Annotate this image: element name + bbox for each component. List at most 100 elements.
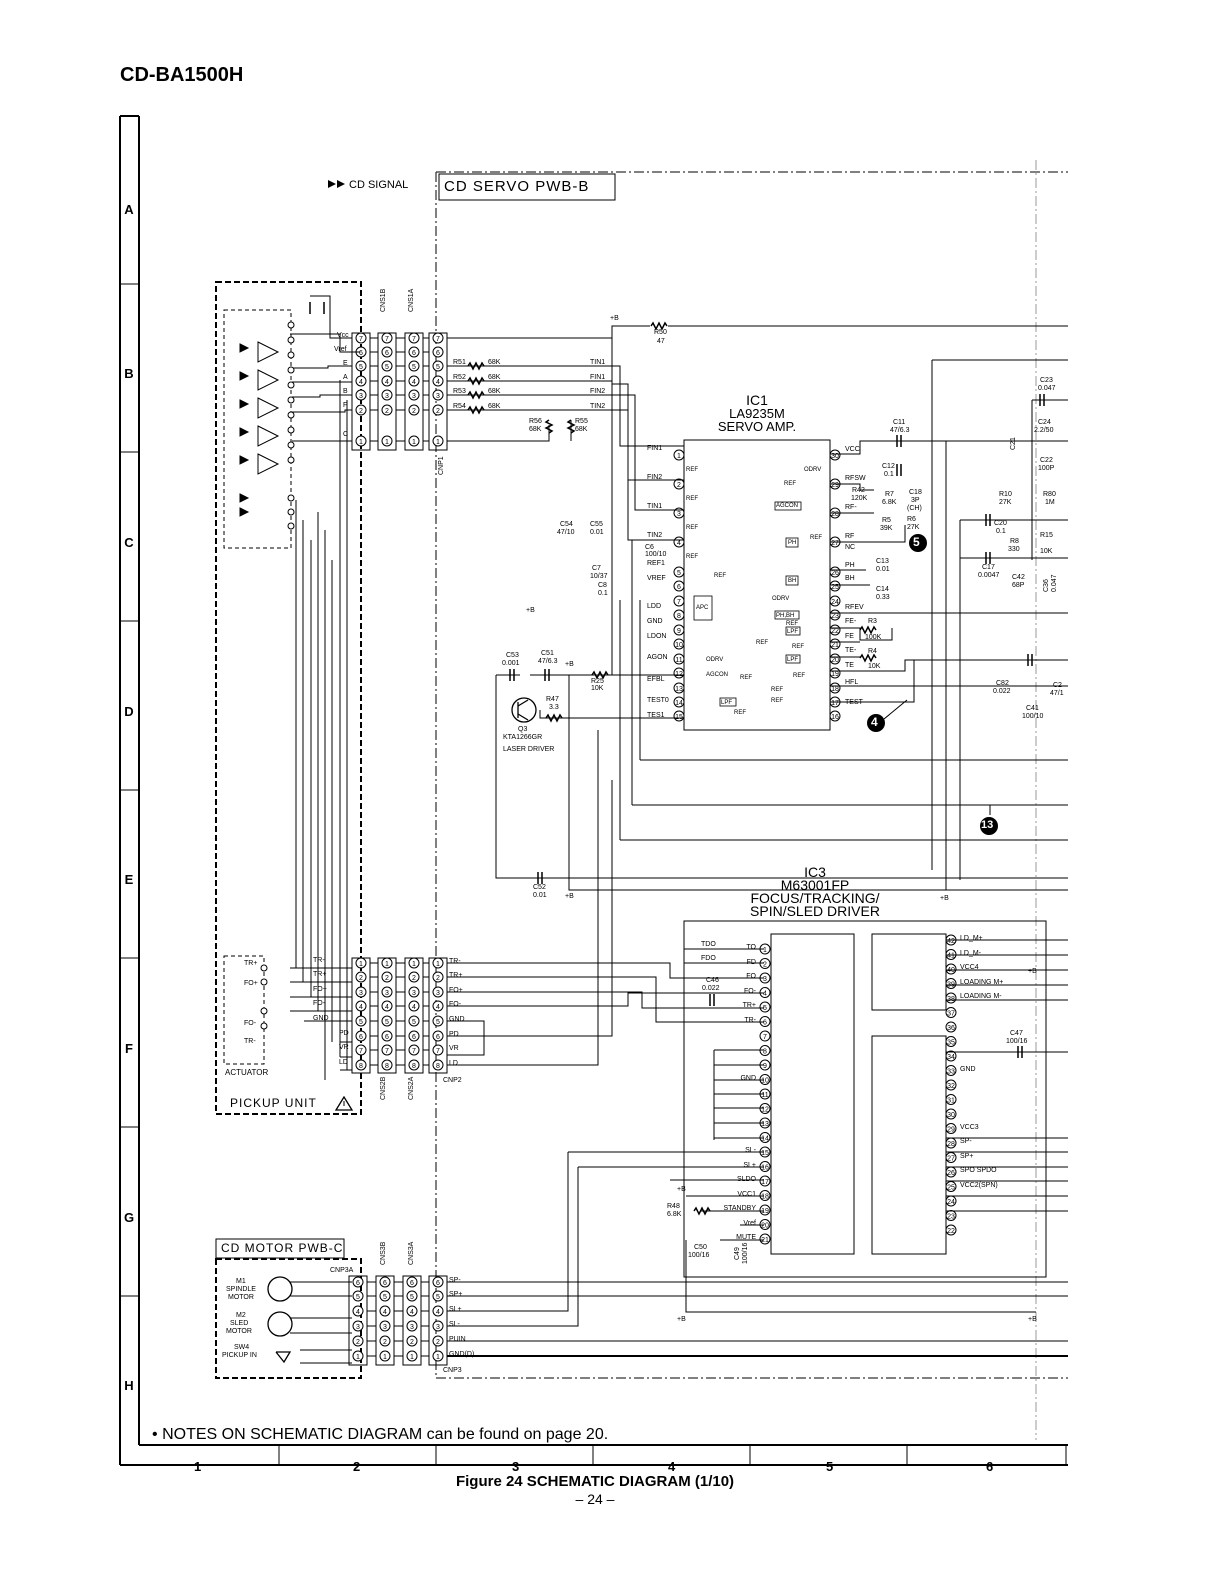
r5-val: 39K bbox=[880, 525, 893, 532]
cnp2-label-5: PD bbox=[449, 1031, 459, 1038]
conn-f3-pin-7 bbox=[432, 1044, 444, 1056]
conn-f2-pin-7 bbox=[408, 1044, 420, 1056]
c51-ref: C51 bbox=[541, 650, 554, 657]
ic1-right-label-7: RFEV bbox=[845, 604, 864, 611]
ic1-pin-25-num: 25 bbox=[831, 584, 839, 591]
ic3-pin-10-num: 10 bbox=[761, 1078, 769, 1085]
ic1-left-label-7: GND bbox=[647, 618, 663, 625]
conn-h0-pin-2-num: 2 bbox=[356, 1339, 360, 1346]
conn-f1-pin-1 bbox=[381, 957, 393, 969]
c14-val: 0.33 bbox=[876, 594, 890, 601]
ic3-pin-30 bbox=[945, 1108, 957, 1120]
conn-h1-pin-5-num: 5 bbox=[383, 1294, 387, 1301]
conn-b0-pin-1-num: 1 bbox=[359, 439, 363, 446]
ic3-left-label-4: TR+ bbox=[742, 1002, 756, 1009]
conn-f2-pin-2-num: 2 bbox=[412, 975, 416, 982]
bh-block: BH bbox=[788, 578, 797, 584]
c55-ref: C55 bbox=[590, 521, 603, 528]
ic3-pin-2-num: 2 bbox=[763, 962, 767, 969]
switch-icon bbox=[275, 1351, 292, 1364]
ic3-pin-21 bbox=[759, 1233, 771, 1245]
conn-f3-pin-8-num: 8 bbox=[436, 1063, 440, 1070]
conn-h1-pin-4-num: 4 bbox=[383, 1309, 387, 1316]
plus-b-3: +B bbox=[565, 661, 574, 668]
ic1-pin-13 bbox=[673, 682, 685, 694]
conn-h2-pin-2 bbox=[406, 1335, 418, 1347]
ref-13: REF bbox=[771, 698, 783, 704]
r7-val: 6.8K bbox=[882, 499, 897, 506]
r25-ref: R25 bbox=[591, 678, 604, 685]
conn-h2-pin-4-num: 4 bbox=[410, 1309, 414, 1316]
ic3-left-label-1: FD bbox=[746, 958, 756, 966]
conn-f3-pin-6-num: 6 bbox=[436, 1034, 440, 1041]
ic3-pin-23-num: 23 bbox=[947, 1214, 955, 1221]
conn-b0-pin-7 bbox=[355, 332, 367, 344]
ic3-pin-14-num: 14 bbox=[761, 1136, 769, 1143]
conn-f0-pin-8-num: 8 bbox=[359, 1063, 363, 1070]
col-label-6: 6 bbox=[986, 1459, 994, 1474]
ic1-left-label-10: EFBL bbox=[647, 676, 665, 683]
conn-f1-pin-3 bbox=[381, 986, 393, 998]
c18-ref: C18 bbox=[909, 489, 922, 496]
cnp2-label-3: FO- bbox=[449, 1001, 462, 1008]
conn-h2-pin-4 bbox=[406, 1305, 418, 1317]
r42-ref: R42 bbox=[852, 487, 865, 494]
marker-5-label: 5 bbox=[913, 535, 920, 549]
ic3-pin-4-num: 4 bbox=[763, 991, 767, 998]
ic3-pin-26-num: 26 bbox=[947, 1170, 955, 1177]
conn-b0-pin-7-num: 7 bbox=[359, 336, 363, 343]
conn-f1-pin-4 bbox=[381, 1000, 393, 1012]
ic1-pin-16 bbox=[829, 710, 841, 722]
cns1b-label: CNS1B bbox=[380, 288, 387, 312]
cns3a-label: CNS3A bbox=[408, 1241, 415, 1265]
conn-f2-pin-6 bbox=[408, 1030, 420, 1042]
ic1-pin-9 bbox=[673, 624, 685, 636]
conn-h2-pin-1-num: 1 bbox=[410, 1354, 414, 1361]
ic3-pin-15-num: 15 bbox=[761, 1150, 769, 1157]
ic1-pin-16-num: 16 bbox=[831, 714, 839, 721]
conn-h3-pin-2-num: 2 bbox=[436, 1339, 440, 1346]
r54-val: 68K bbox=[488, 403, 501, 410]
pickup-side-label-0: TR- bbox=[313, 957, 325, 964]
ic1-pin-13-num: 13 bbox=[675, 686, 683, 693]
conn-b3-pin-3 bbox=[432, 389, 444, 401]
ref-5: REF bbox=[714, 573, 726, 579]
ic3-pin-37 bbox=[945, 1007, 957, 1018]
cns1a-label: CNS1A bbox=[408, 288, 415, 312]
ic1-pin-5 bbox=[673, 566, 685, 578]
conn-h1-pin-5 bbox=[379, 1290, 391, 1302]
row-label-a: A bbox=[124, 202, 134, 217]
c50-val: 100/16 bbox=[688, 1252, 710, 1259]
conn-h1-pin-1 bbox=[379, 1350, 391, 1362]
r54-ref: R54 bbox=[453, 403, 466, 410]
agcon-block: AGCON bbox=[776, 503, 799, 509]
conn-h3-pin-6 bbox=[432, 1276, 444, 1288]
conn-h0-pin-3 bbox=[352, 1320, 364, 1332]
conn-h0-pin-4-num: 4 bbox=[356, 1309, 360, 1316]
conn-b0-pin-5-num: 5 bbox=[359, 364, 363, 371]
conn-f3-pin-6 bbox=[432, 1030, 444, 1042]
ic3-pin-39 bbox=[945, 978, 957, 989]
conn-f2-pin-1-num: 1 bbox=[412, 961, 416, 968]
conn-b3-pin-1 bbox=[432, 435, 444, 447]
marker-13 bbox=[980, 817, 998, 835]
ic1-pin-20-num: 20 bbox=[831, 657, 839, 664]
ic1-pin-24-num: 24 bbox=[831, 599, 839, 606]
sig-fin2: FIN2 bbox=[590, 388, 606, 395]
ic1-pin-30 bbox=[829, 449, 841, 461]
marker-4 bbox=[867, 714, 885, 732]
pickup-unit-title: PICKUP UNIT bbox=[230, 1096, 317, 1110]
plus-b-6: +B bbox=[1028, 968, 1037, 975]
ref-8: REF bbox=[786, 621, 798, 627]
conn-h3-pin-2 bbox=[432, 1335, 444, 1347]
lpf-block-3: LPF bbox=[721, 700, 733, 706]
ic3-right-label-17: VCC2(SPN) bbox=[960, 1181, 998, 1189]
ic1-pin-11-num: 11 bbox=[675, 657, 682, 664]
conn-b2-pin-4-num: 4 bbox=[412, 379, 416, 386]
col-label-3: 3 bbox=[512, 1459, 520, 1474]
conn-f1-pin-8 bbox=[381, 1059, 393, 1071]
cnp3-label-0: SP- bbox=[449, 1277, 461, 1284]
ic3-pin-5-num: 5 bbox=[763, 1005, 767, 1012]
conn-b2-pin-7 bbox=[408, 332, 420, 344]
conn-b0-pin-3 bbox=[355, 389, 367, 401]
